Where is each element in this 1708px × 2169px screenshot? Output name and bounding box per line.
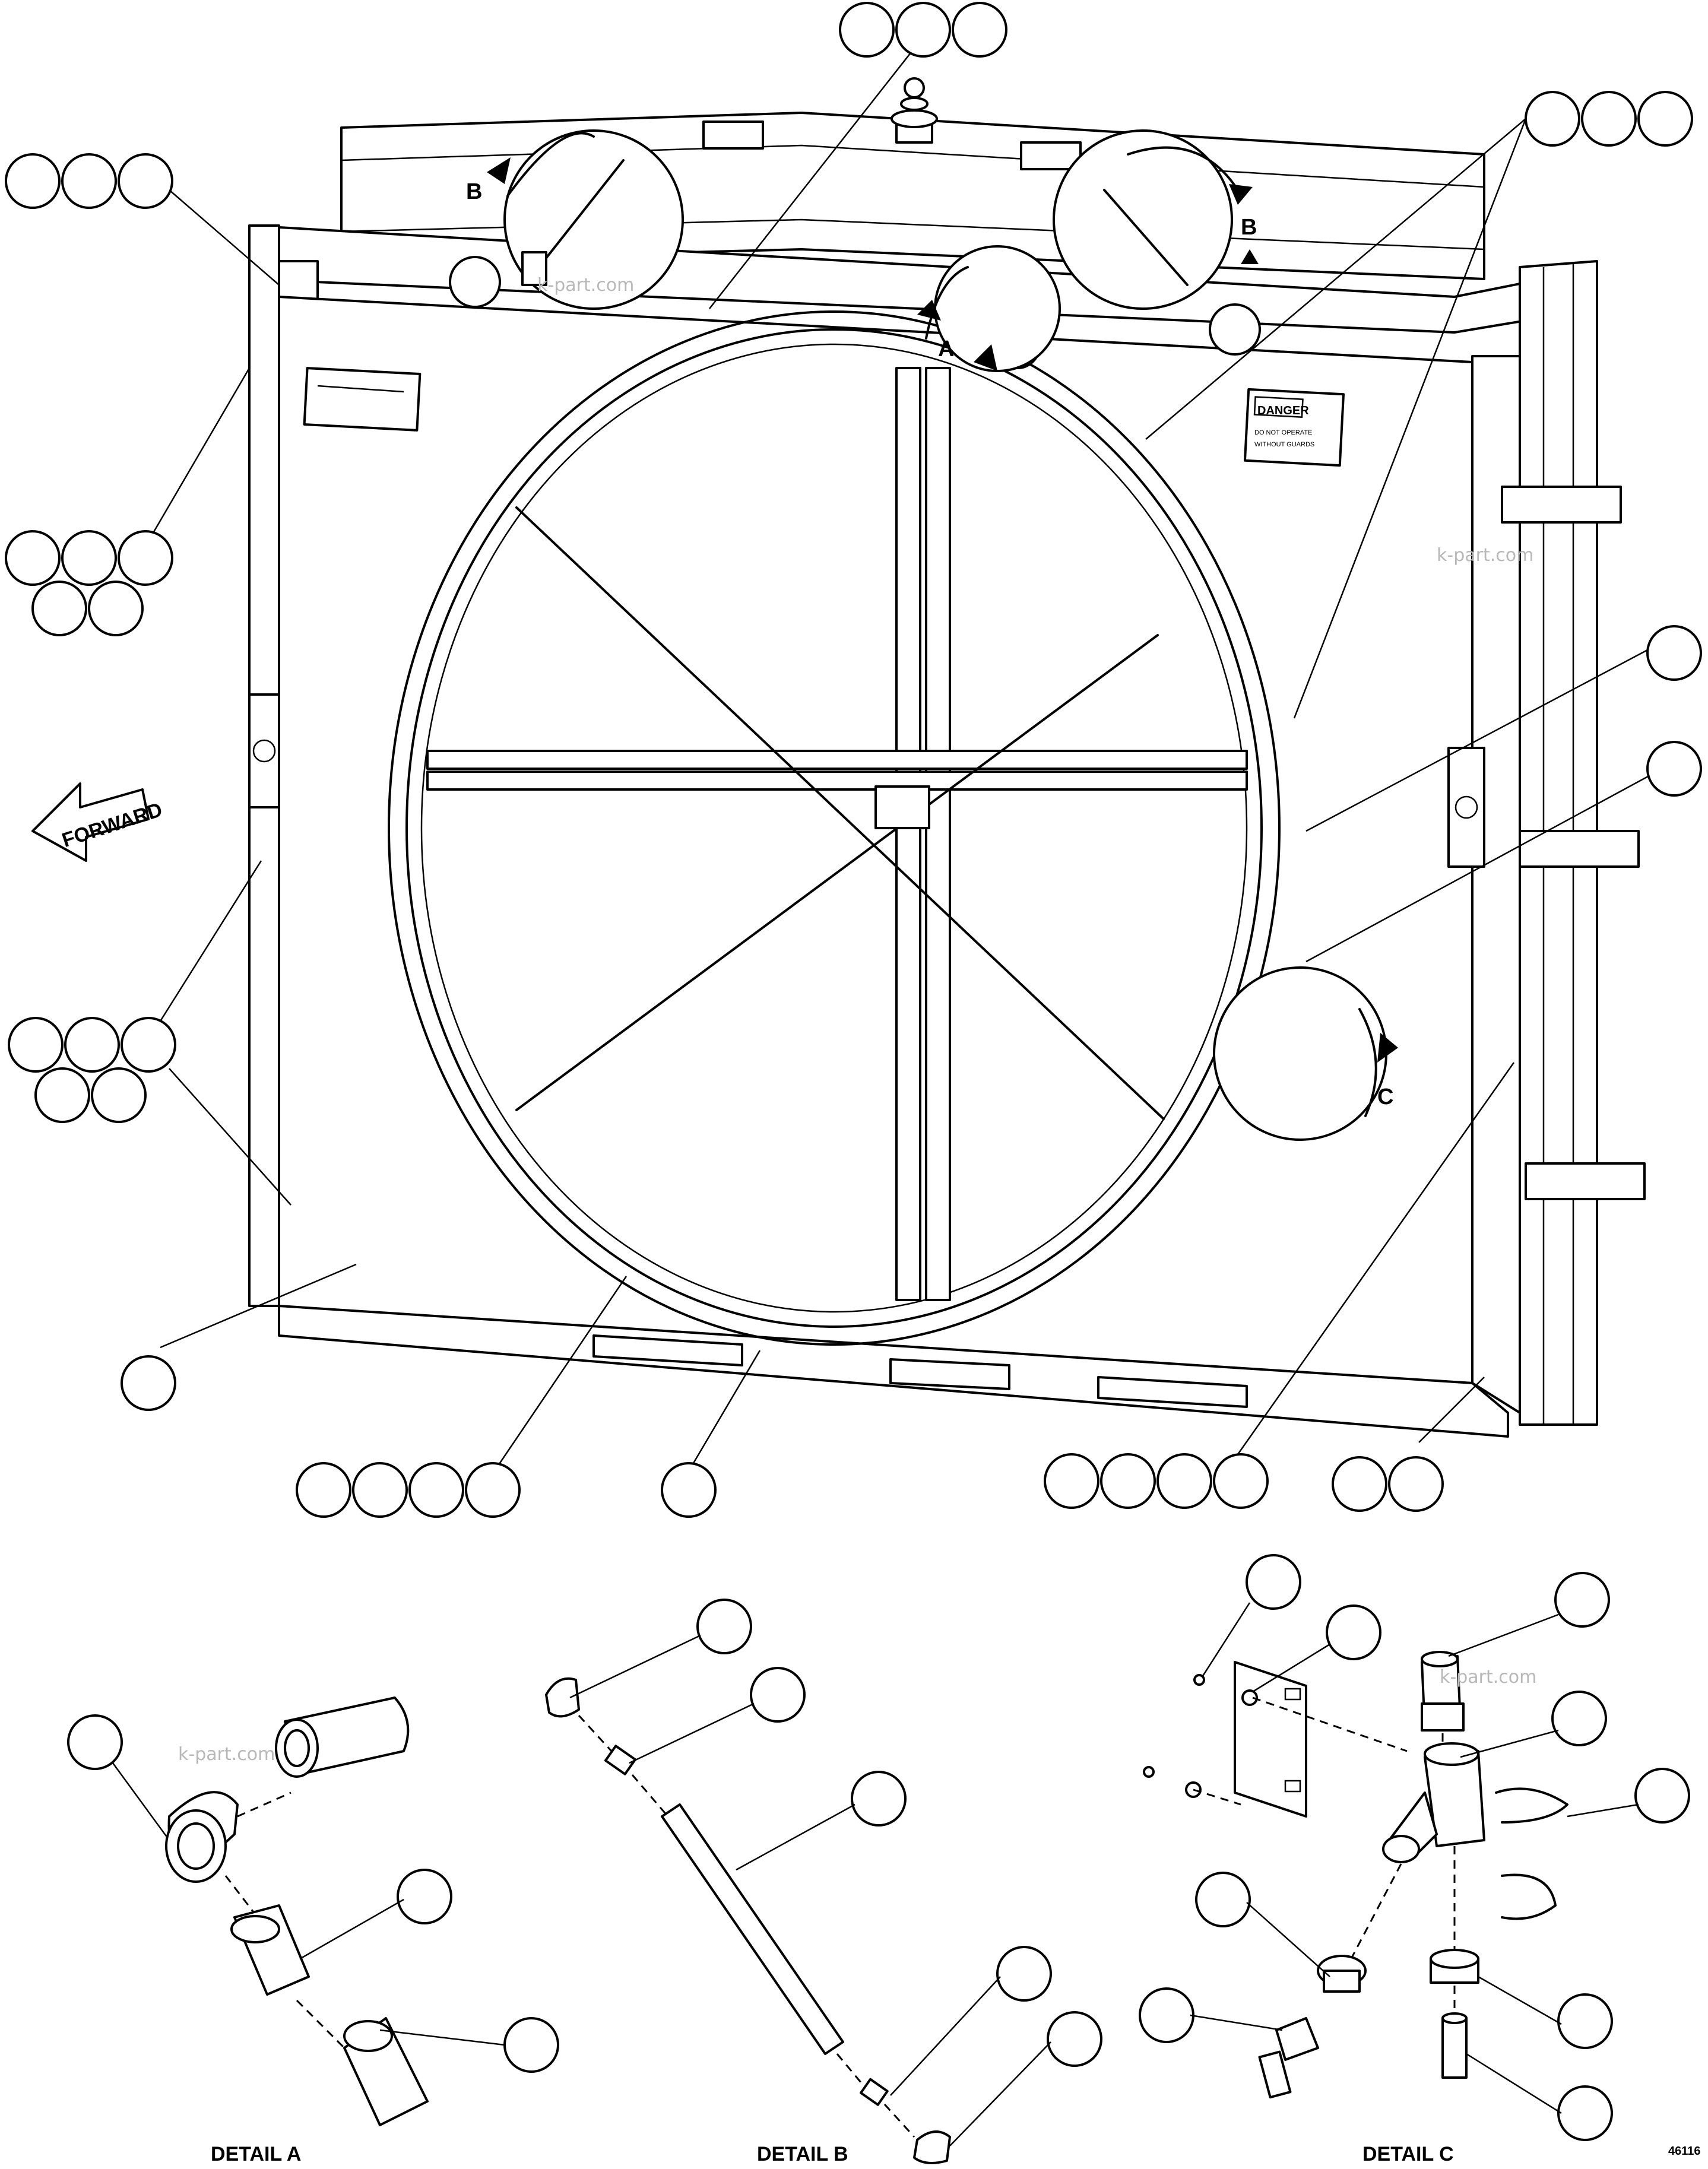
detail-b-caption: DETAIL B [757, 2143, 848, 2165]
callout-bubble [996, 1946, 1052, 2002]
bottom-pad-3 [1097, 1376, 1248, 1408]
tube [661, 1803, 844, 2055]
callout-bubble [1646, 741, 1702, 797]
filler-cap [891, 77, 938, 144]
callout-bubbles [5, 2, 1702, 2141]
callout-bubble [1044, 1453, 1099, 1509]
watermark-3: k-part.com [178, 1744, 275, 1765]
view-c-label: C [1377, 1084, 1393, 1109]
callout-bubble [31, 581, 87, 636]
callout-bubble [1646, 625, 1702, 681]
callout-bubble [696, 1599, 752, 1654]
detail-a-drawing [112, 1696, 505, 2126]
guard-frame [426, 367, 1248, 1301]
name-plate [303, 367, 422, 432]
callout-bubble [1246, 1554, 1301, 1610]
callout-bubble [1213, 1453, 1269, 1509]
callout-bubble [64, 1017, 120, 1073]
detail-c-drawing [1143, 1602, 1639, 2114]
callout-bubble [61, 153, 117, 209]
figure-number: 46116 [1668, 2145, 1701, 2158]
view-b-arrow-right [1229, 184, 1253, 205]
callout-bubble [503, 2017, 559, 2073]
callout-bubble [1047, 2011, 1102, 2067]
view-b-label-left: B [466, 179, 482, 204]
detail-c-caption: DETAIL C [1362, 2143, 1454, 2165]
watermark-4: k-part.com [1440, 1667, 1536, 1688]
callout-bubble [5, 153, 61, 209]
bottom-pad-2 [889, 1358, 1010, 1390]
callout-bubble [397, 1869, 452, 1924]
callout-bubble [895, 2, 951, 58]
callout-bubble [121, 1017, 176, 1073]
ladder-rung-1 [1501, 486, 1622, 524]
callout-bubble [851, 1771, 907, 1826]
callout-bubble [465, 1462, 521, 1518]
callout-bubble [408, 1462, 464, 1518]
detail-b-drawing [545, 1634, 1051, 2164]
callout-bubble [1557, 2085, 1613, 2141]
callout-bubble [661, 1462, 717, 1518]
view-a-label: A [938, 337, 954, 362]
forward-arrow: FORWARD [31, 782, 165, 862]
ladder-rung-2 [1519, 830, 1640, 868]
ladder-rung-3 [1525, 1162, 1646, 1200]
callout-bubble [118, 153, 173, 209]
callout-bubble [1156, 1453, 1212, 1509]
callout-bubble [952, 2, 1007, 58]
callout-bubble [1195, 1872, 1251, 1927]
callout-bubble [750, 1667, 806, 1723]
callout-bubble [5, 530, 61, 586]
view-b-label-right: B [1241, 215, 1257, 240]
watermark-2: k-part.com [1437, 545, 1533, 566]
view-b-arrow-left [487, 157, 511, 184]
callout-bubble [1634, 1768, 1690, 1824]
callout-bubble [1557, 1993, 1613, 2049]
callout-bubble [1554, 1572, 1610, 1628]
leader-lines [144, 44, 1663, 1470]
top-bracket-left [702, 120, 764, 150]
fan-ring-outer [388, 310, 1281, 1346]
view-callout-a: A [917, 245, 1061, 372]
watermark-1: k-part.com [537, 275, 634, 296]
callout-bubble [1388, 1456, 1444, 1512]
view-callout-b-left: B [466, 129, 684, 310]
right-lift-lug [1447, 747, 1485, 868]
bracket-plate [1234, 1661, 1307, 1818]
fan-ring-inner [405, 328, 1263, 1328]
danger-sign: DANGER DO NOT OPERATE WITHOUT GUARDS [1243, 388, 1345, 467]
callout-bubble [1551, 1691, 1607, 1746]
radiator-assembly: DANGER DO NOT OPERATE WITHOUT GUARDS [248, 77, 1646, 1438]
callout-bubble [1332, 1456, 1387, 1512]
callout-bubble [61, 530, 117, 586]
callout-bubble [1637, 91, 1693, 147]
callout-bubble [296, 1462, 351, 1518]
danger-text-2: WITHOUT GUARDS [1254, 441, 1314, 448]
view-callout-c: C [1213, 966, 1398, 1141]
callout-bubble [352, 1462, 408, 1518]
detail-a-caption: DETAIL A [211, 2143, 301, 2165]
callout-bubble [1581, 91, 1637, 147]
callout-bubble [1100, 1453, 1156, 1509]
callout-bubble [839, 2, 895, 58]
danger-label: DANGER [1257, 404, 1309, 417]
callout-bubble [118, 530, 173, 586]
callout-bubble [8, 1017, 64, 1073]
callout-bubble [34, 1067, 90, 1123]
callout-bubble [121, 1355, 176, 1411]
callout-bubble [1525, 91, 1580, 147]
callout-bubble [67, 1714, 123, 1770]
callout-bubble [1326, 1604, 1381, 1660]
view-callout-b-right: B [1053, 129, 1259, 310]
callout-bubble [1139, 1987, 1194, 2043]
bottom-pad-1 [592, 1334, 743, 1366]
danger-text-1: DO NOT OPERATE [1254, 429, 1312, 436]
callout-bubble [91, 1067, 147, 1123]
callout-bubble [88, 581, 144, 636]
